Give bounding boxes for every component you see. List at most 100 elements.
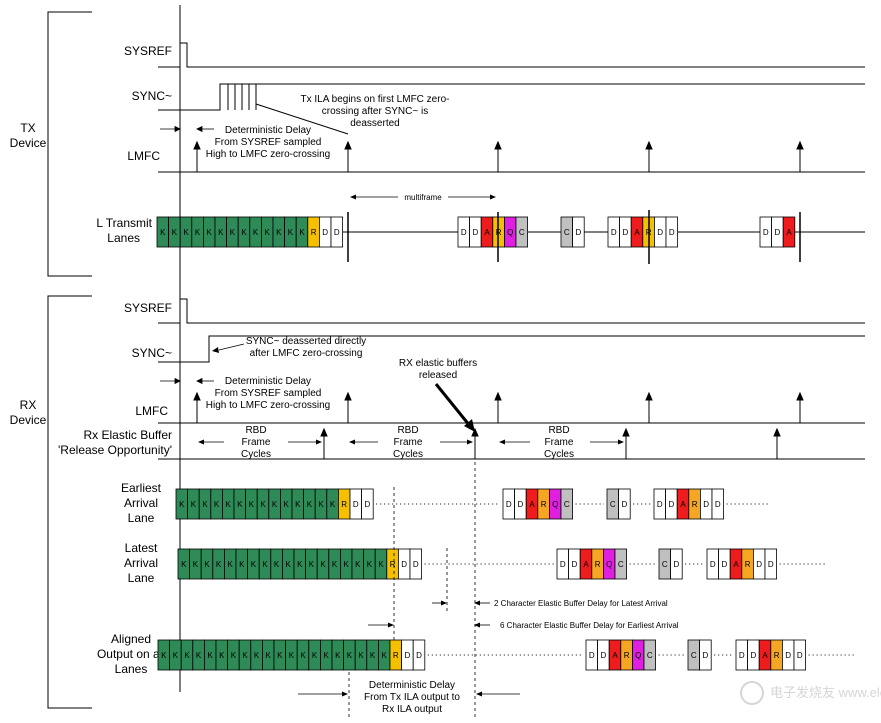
tx-group-2-cell-char: D (669, 228, 675, 237)
latest-k-cell-char: K (262, 560, 268, 569)
earliest-group-0-cell-char: C (564, 500, 570, 509)
latest-group-0-cell-char: A (583, 560, 589, 569)
latest-k-cell-char: K (344, 560, 350, 569)
earliest-k-cell-char: K (272, 500, 278, 509)
aligned-group-2-cell-char: D (739, 651, 745, 660)
earliest-tail-cell-char: D (353, 500, 359, 509)
rbd-1-line2: Frame (242, 437, 271, 448)
tx-lane-markers (347, 210, 801, 264)
rx-lmfc-label: LMFC (135, 404, 168, 418)
aligned-group-0-cell-box (643, 639, 657, 671)
earliest-k-cell-char: K (330, 500, 336, 509)
tx-k-cell-char: K (265, 228, 271, 237)
tx-group-0-cell-char: A (484, 228, 490, 237)
rx-device-bracket (47, 295, 92, 709)
tx-sysref-waveform (158, 42, 865, 68)
rx-lmfc-pulses (193, 391, 804, 423)
earliest-group-0-cell-char: R (541, 500, 547, 509)
aligned-k-cell-char: K (208, 651, 214, 660)
latest-group-0-cell-char: D (560, 560, 566, 569)
tx-group-3-cell-box (782, 216, 796, 248)
aligned-k-cell-char: K (335, 651, 341, 660)
aligned-group-2-cell-box (793, 639, 807, 671)
aligned-group-1-cell-char: D (703, 651, 709, 660)
tx-tail-cell-char: R (311, 228, 317, 237)
aligned-k-cell-char: K (347, 651, 353, 660)
earliest-label-line2: Arrival (124, 496, 158, 510)
latest-group-0-cell-char: R (595, 560, 601, 569)
rx-device-label-line2: Device (10, 413, 47, 427)
tx-ila-note-line1: Tx ILA begins on first LMFC zero- (301, 94, 450, 105)
ila-det-delay-line3: Rx ILA output (382, 704, 442, 715)
rbd-group-1: RBD Frame Cycles (198, 425, 322, 460)
earliest-group-2-cell-char: D (715, 500, 721, 509)
ila-det-delay-indicator: Deterministic Delay From Tx ILA output t… (298, 680, 520, 715)
rbd-group-2: RBD Frame Cycles (349, 425, 473, 460)
latest-label-line2: Arrival (124, 556, 158, 570)
earliest-k-cell-char: K (237, 500, 243, 509)
aligned-group-1-cell-char: C (691, 651, 697, 660)
latest-tail-cell-char: R (390, 560, 396, 569)
rx-buffers-released-line1: RX elastic buffers (399, 358, 477, 369)
aligned-group-2-cell-char: D (785, 651, 791, 660)
rx-device-label-line1: RX (20, 398, 37, 412)
rx-det-delay-line2: From SYSREF sampled (215, 388, 322, 399)
latest-group-0-cell-char: D (572, 560, 578, 569)
rx-release-pulses (320, 427, 781, 459)
aligned-k-cell-char: K (196, 651, 202, 660)
latest-group-2-cell-char: D (722, 560, 728, 569)
aligned-label-line3: Lanes (115, 662, 148, 676)
multiframe-label: multiframe (404, 193, 442, 202)
tx-group-3-cell-char: A (786, 228, 792, 237)
earliest-group-0-cell-char: D (518, 500, 524, 509)
aligned-tail-cell-char: D (405, 651, 411, 660)
tx-lmfc-label: LMFC (127, 149, 160, 163)
aligned-k-cell-char: K (358, 651, 364, 660)
tx-group-3-cell-char: D (775, 228, 781, 237)
latest-k-cell-char: K (228, 560, 234, 569)
tx-k-cell-char: K (288, 228, 294, 237)
earliest-k-cell-char: K (202, 500, 208, 509)
tx-k-cell-char: K (253, 228, 259, 237)
watermark-text: 电子发烧友 www.elecfans.com (770, 685, 881, 700)
rx-buffers-released-line2: released (419, 370, 457, 381)
tx-device-label-line2: Device (10, 136, 47, 150)
tx-k-cell-char: K (195, 228, 201, 237)
earliest-group-0-cell-char: Q (552, 500, 558, 509)
earliest-k-cell-char: K (307, 500, 313, 509)
latest-k-cell-char: K (332, 560, 338, 569)
earliest-group-2-cell-char: D (657, 500, 663, 509)
latest-tail-cell-char: D (401, 560, 407, 569)
aligned-k-cell-char: K (300, 651, 306, 660)
tx-ila-note-line3: deasserted (350, 118, 399, 129)
latest-group-1-cell-box (670, 548, 683, 580)
tx-group-1-cell-char: C (564, 228, 570, 237)
latest-k-cell-char: K (251, 560, 257, 569)
tx-tail-cell-char: D (334, 228, 340, 237)
latest-group-2-cell-box (764, 548, 778, 580)
tx-det-delay-line2: From SYSREF sampled (215, 137, 322, 148)
dashed-alignment-lines (348, 432, 476, 717)
aligned-group-2-cell-char: D (797, 651, 803, 660)
aligned-k-cell-char: K (231, 651, 237, 660)
latest-group-1-cell-char: C (662, 560, 668, 569)
aligned-group-2-cell-char: D (751, 651, 757, 660)
tx-det-delay-line1: Deterministic Delay (225, 125, 311, 136)
tx-group-2-cell-char: D (623, 228, 629, 237)
latest-tail-cell-char: D (413, 560, 419, 569)
aligned-k-cell-char: K (242, 651, 248, 660)
earliest-group-2-cell-char: A (680, 500, 686, 509)
rx-det-delay-line1: Deterministic Delay (225, 376, 311, 387)
aligned-k-cell-char: K (173, 651, 179, 660)
earliest-group-0-cell-char: A (529, 500, 535, 509)
ila-det-delay-line1: Deterministic Delay (369, 680, 455, 691)
earliest-group-0-cell-box (560, 488, 574, 520)
latest-k-cell-char: K (320, 560, 326, 569)
latest-tail-cell-box (409, 548, 423, 580)
tx-k-cell-char: K (218, 228, 224, 237)
tx-group-0-cell-box (515, 216, 529, 248)
tx-lanes-label-line2: Lanes (107, 231, 140, 245)
aligned-k-cell-char: K (266, 651, 272, 660)
